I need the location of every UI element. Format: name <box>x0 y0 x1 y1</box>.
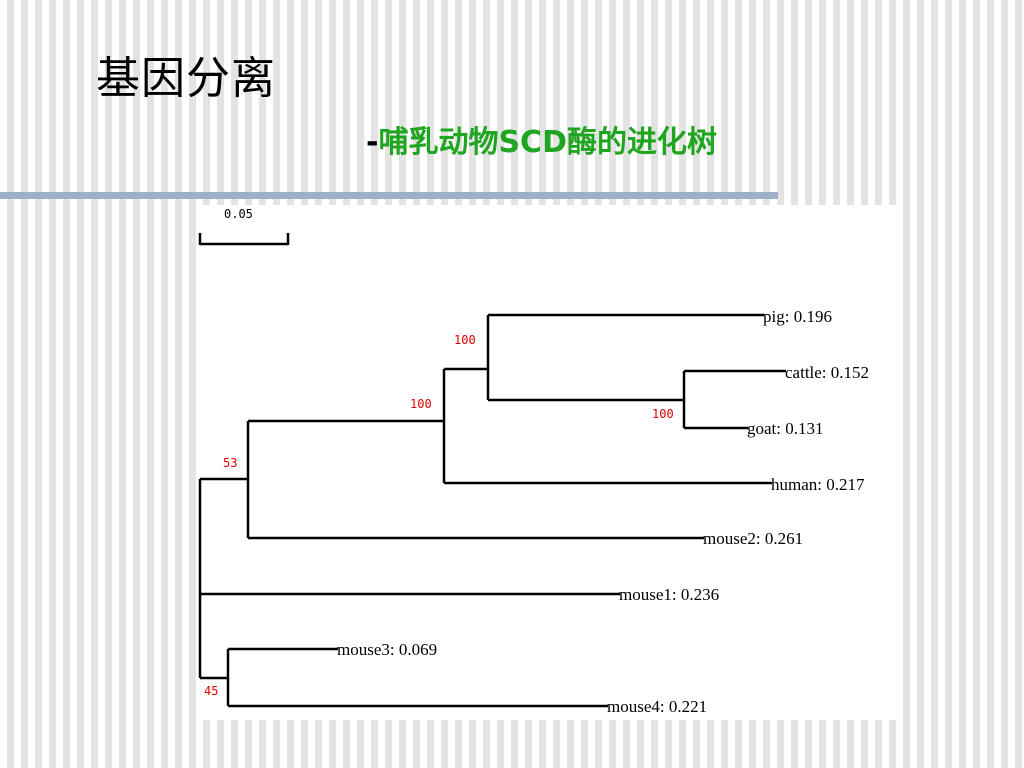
leaf-label-cattle: cattle: 0.152 <box>785 363 869 382</box>
subtitle-text: 哺乳动物SCD酶的进化树 <box>378 125 717 160</box>
title-divider <box>0 192 778 199</box>
support-value: 53 <box>223 456 237 470</box>
leaf-label-mouse4: mouse4: 0.221 <box>607 697 707 716</box>
support-value: 100 <box>652 407 674 421</box>
leaf-label-human: human: 0.217 <box>771 475 865 494</box>
scale-bar-label: 0.05 <box>224 207 253 221</box>
slide-title: 基因分离 <box>96 53 276 104</box>
slide-subtitle: -哺乳动物SCD酶的进化树 <box>366 117 717 161</box>
support-value: 45 <box>204 684 218 698</box>
leaf-label-mouse1: mouse1: 0.236 <box>619 585 719 604</box>
subtitle-dash: - <box>366 125 379 160</box>
phylogenetic-tree-panel: 0.05 100 100 100 53 45 pig: 0.196 <box>196 205 896 720</box>
scale-bar: 0.05 <box>198 207 290 246</box>
scale-bar-line <box>198 233 290 246</box>
leaf-label-mouse2: mouse2: 0.261 <box>703 529 803 548</box>
phylogenetic-tree: 0.05 100 100 100 53 45 pig: 0.196 <box>198 207 869 716</box>
support-value: 100 <box>454 333 476 347</box>
leaf-label-mouse3: mouse3: 0.069 <box>337 640 437 659</box>
leaf-label-pig: pig: 0.196 <box>763 307 832 326</box>
leaf-label-goat: goat: 0.131 <box>747 419 824 438</box>
support-value: 100 <box>410 397 432 411</box>
